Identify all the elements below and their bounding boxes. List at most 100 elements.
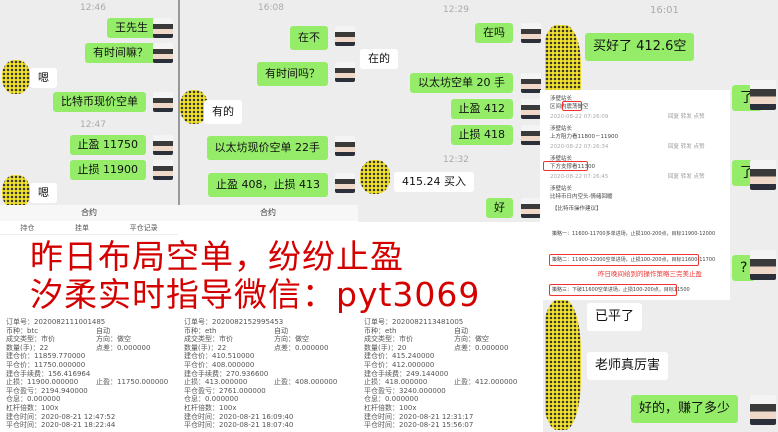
order-field: 杠杆倍数：100x — [364, 404, 417, 412]
order-field: 方向：做空 — [454, 335, 489, 344]
post-time: 2020-08-22 07:26:45 — [550, 174, 609, 180]
order-field: 仓息：0.000000 — [184, 395, 239, 404]
order-field: 数量(手)：20 — [364, 343, 407, 352]
order-field: 仓息：0.000000 — [6, 395, 61, 404]
order-field: 订单号：2020082152995453 — [184, 318, 284, 326]
user-avatar — [153, 92, 173, 112]
user-avatar — [521, 73, 541, 93]
overlay-headline: 昨日布局空单，纷纷止盈 — [30, 237, 404, 276]
timestamp: 16:08 — [258, 3, 284, 13]
order-field: 币种：eth — [184, 326, 217, 335]
message: 止盈 412 — [450, 99, 513, 119]
order-title: 合约 — [178, 205, 358, 221]
user-avatar — [521, 125, 541, 145]
highlight-box — [543, 161, 588, 171]
order-field: 数量(手)：22 — [6, 343, 49, 352]
forum-post: 区间内震荡做空 — [550, 104, 589, 110]
message: 在吗 — [475, 23, 513, 43]
order-field: 平仓时间：2020-08-21 15:56:07 — [364, 421, 474, 430]
order-field: 平仓价：408.000000 — [184, 361, 255, 369]
order-field: 建仓价：11859.770000 — [6, 352, 86, 361]
forum-post: 比特币日内空头-情绪回暖 — [550, 194, 613, 200]
message: 嗯 — [30, 183, 57, 203]
message: 止盈 11750 — [69, 135, 146, 155]
tab-closed[interactable]: 平仓记录 — [129, 224, 158, 232]
highlight-box — [549, 254, 699, 266]
order-field: 止盈：412.000000 — [454, 378, 518, 387]
user-avatar — [335, 136, 355, 156]
message: 止损 418 — [450, 125, 513, 145]
highlight-box — [562, 101, 582, 111]
forum-note: 昨日晚间给到的操作策略三完美止盈 — [598, 270, 702, 278]
order-field: 成交类型：市价 — [364, 335, 413, 344]
forum-user: 涉壁站长 — [550, 96, 573, 102]
tab-pending[interactable]: 挂单 — [74, 224, 89, 232]
order-field: 自动 — [96, 326, 110, 335]
user-avatar — [750, 250, 776, 280]
order-field: 止盈：408.000000 — [274, 378, 338, 387]
message: 已平了 — [587, 303, 643, 331]
chat-panel-2: 16:08 在不 有时间吗？ 有的 以太坊现价空单 22手 止盈 408，止损 … — [178, 0, 358, 205]
order-field: 建仓时间：2020-08-21 12:31:17 — [364, 412, 474, 421]
user-avatar — [521, 99, 541, 119]
order-field: 方向：做空 — [96, 335, 131, 344]
timestamp: 12:46 — [80, 3, 106, 13]
order-field: 数量(手)：22 — [184, 343, 227, 352]
user-avatar — [521, 23, 541, 43]
order-field: 建仓手续费：270.936600 — [184, 369, 269, 378]
message: 以太坊现价空单 22手 — [206, 136, 328, 160]
order-field: 止损：413.000000 — [184, 378, 248, 387]
order-field: 仓息：0.000000 — [364, 395, 419, 404]
post-actions[interactable]: 回复 转发 点赞 — [668, 114, 705, 120]
message: 以太坊空单 20 手 — [410, 73, 513, 93]
order-field: 止盈：11750.000000 — [96, 378, 169, 387]
forum-screenshot: 涉壁站长 区间内震荡做空 2020-08-22 07:26:09 回复 转发 点… — [540, 90, 730, 300]
message: 止损 11900 — [69, 160, 146, 180]
message: ? — [732, 255, 756, 281]
message: 买好了 412.6空 — [585, 33, 695, 61]
order-field: 建仓价：415.240000 — [364, 352, 435, 361]
message: 有时间嘛？ — [85, 43, 156, 63]
user-avatar — [750, 80, 776, 110]
strategy-3: 策略三：下破11600空单进场，止损100-200点，目标11500 — [552, 287, 690, 293]
post-actions[interactable]: 回复 转发 点赞 — [668, 174, 705, 180]
order-field: 杠杆倍数：100x — [6, 404, 59, 412]
forum-user: 涉壁站长 — [550, 186, 573, 192]
user-avatar — [153, 18, 173, 38]
user-avatar — [153, 135, 173, 155]
order-field: 建仓价：410.510000 — [184, 352, 255, 361]
timestamp: 12:29 — [443, 5, 469, 15]
chat-panel-1: 12:46 王先生 有时间嘛？ 嗯 比特币现价空单 12:47 止盈 11750… — [0, 0, 178, 205]
order-field: 自动 — [274, 326, 288, 335]
user-avatar — [521, 198, 541, 218]
tab-holdings[interactable]: 持仓 — [20, 224, 35, 232]
contact-avatar — [180, 90, 208, 124]
order-field: 方向：做空 — [274, 335, 309, 344]
forum-title: 【比特币操作建议】 — [552, 206, 602, 212]
order-field: 平仓盈亏：2761.000000 — [184, 386, 266, 395]
user-avatar — [750, 395, 776, 425]
overlay-contact: 汐柔实时指导微信：pyt3069 — [30, 275, 481, 314]
order-field: 平仓价：412.000000 — [364, 361, 435, 369]
order-title: 合约 — [0, 205, 178, 221]
message: 在的 — [360, 49, 398, 69]
order-field: 平仓时间：2020-08-21 18:07:40 — [184, 421, 294, 430]
message: 有的 — [204, 100, 242, 124]
order-field: 订单号：2020082113481005 — [364, 318, 464, 326]
message: 在不 — [290, 26, 328, 50]
highlight-box — [549, 284, 677, 296]
timestamp: 12:32 — [443, 155, 469, 165]
order-field: 平仓盈亏：3240.000000 — [364, 386, 446, 395]
order-field: 建仓手续费：249.144000 — [364, 369, 449, 378]
message: 好的，赚了多少 — [630, 395, 738, 423]
order-field: 币种：btc — [6, 326, 39, 335]
user-avatar — [153, 43, 173, 63]
post-actions[interactable]: 回复 转发 点赞 — [668, 144, 705, 150]
order-field: 建仓时间：2020-08-21 16:09:40 — [184, 412, 294, 421]
order-field: 建仓手续费：156.416964 — [6, 369, 91, 378]
strategy-1: 策略一：11600-11700多单进场，止损100-200点，目标11900-1… — [552, 231, 716, 237]
contact-avatar — [360, 160, 390, 194]
